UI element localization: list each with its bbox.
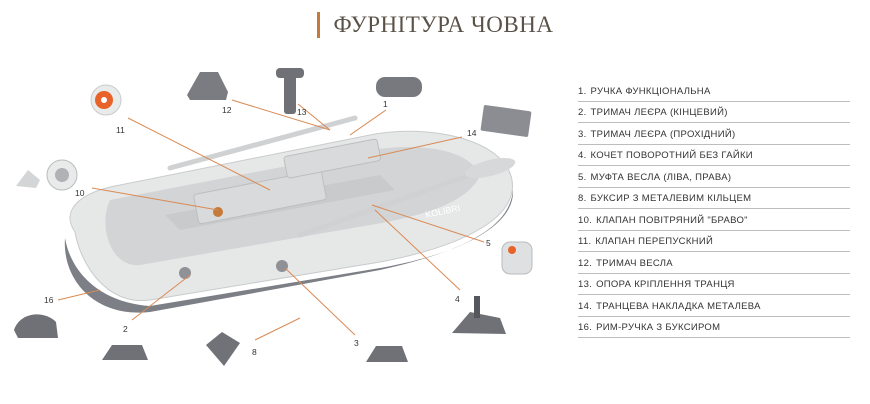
callout-3: 3: [354, 338, 359, 348]
callout-8: 8: [252, 347, 257, 357]
callout-13: 13: [297, 107, 307, 117]
accessory-tow-ring-8: [206, 332, 240, 366]
page-title: ФУРНІТУРА ЧОВНА: [333, 12, 554, 37]
accessory-bypass-valve-11: [90, 84, 122, 116]
accessory-lifeline-holder-3: [366, 346, 408, 362]
legend-item: 1.РУЧКА ФУНКЦІОНАЛЬНА: [578, 80, 850, 102]
callout-4: 4: [455, 294, 460, 304]
callout-lines: [57, 99, 485, 341]
legend-item: 5.МУФТА ВЕСЛА (ЛІВА, ПРАВА): [578, 166, 850, 188]
legend-item: 10.КЛАПАН ПОВІТРЯНИЙ "БРАВО": [578, 209, 850, 231]
callout-1: 1: [383, 99, 388, 109]
accessory-lifeline-end-holder-2: [102, 345, 148, 360]
legend-item: 13.ОПОРА КРІПЛЕННЯ ТРАНЦЯ: [578, 274, 850, 295]
callout-14: 14: [467, 128, 477, 138]
callout-10: 10: [75, 188, 85, 198]
accessory-oarlock-4: [452, 296, 506, 334]
callout-numbers: 1 2 3 4 5 8 10 11 12 13 14 16: [44, 99, 491, 357]
callout-16: 16: [44, 295, 54, 305]
callout-12: 12: [222, 105, 232, 115]
legend-item: 2.ТРИМАЧ ЛЕЄРА (КІНЦЕВИЙ): [578, 102, 850, 123]
legend-item: 16.РИМ-РУЧКА З БУКСИРОМ: [578, 317, 850, 338]
legend-item: 4.КОЧЕТ ПОВОРОТНИЙ БЕЗ ГАЙКИ: [578, 145, 850, 166]
callout-11: 11: [116, 125, 125, 135]
legend-item: 14.ТРАНЦЕВА НАКЛАДКА МЕТАЛЕВА: [578, 295, 850, 317]
callout-5: 5: [486, 238, 491, 248]
legend-item: 3.ТРИМАЧ ЛЕЄРА (ПРОХІДНИЙ): [578, 123, 850, 145]
accessory-tow-handle-16: [14, 314, 58, 338]
accessory-transom-plate-14: [480, 105, 532, 137]
legend-item: 11.КЛАПАН ПЕРЕПУСКНИЙ: [578, 231, 850, 252]
callout-2: 2: [123, 324, 128, 334]
legend-item: 12.ТРИМАЧ ВЕСЛА: [578, 252, 850, 274]
accessory-transom-support-13: [276, 68, 304, 114]
accessory-oarlock-sleeve-5: [501, 241, 533, 275]
accessory-handle-1: [376, 77, 422, 97]
legend-item: 8.БУКСИР З МЕТАЛЕВИМ КІЛЬЦЕМ: [578, 188, 850, 209]
accessory-oar-holder-12: [187, 72, 228, 100]
page-header: ФУРНІТУРА ЧОВНА: [0, 8, 870, 42]
accessory-air-valve-10: [16, 159, 78, 191]
boat: KOLIBRI: [64, 115, 516, 313]
title-accent-bar: [316, 12, 320, 38]
parts-legend: 1.РУЧКА ФУНКЦІОНАЛЬНА 2.ТРИМАЧ ЛЕЄРА (КІ…: [578, 80, 850, 338]
boat-illustration: KOLIBRI: [14, 68, 533, 366]
